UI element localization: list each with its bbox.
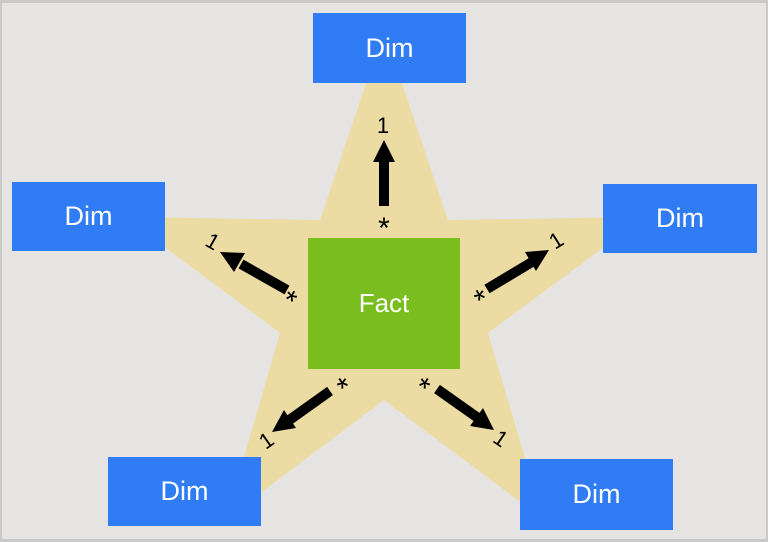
dim-table-label: Dim: [656, 203, 704, 233]
cardinality-one-label: 1: [377, 113, 389, 138]
arrow-shaft: [484, 257, 535, 294]
arrow-head: [272, 410, 296, 432]
dim-table-bottom-right: Dim: [520, 459, 673, 530]
arrow-shaft: [238, 259, 290, 295]
dim-table-label: Dim: [160, 476, 209, 506]
dim-table-left: Dim: [12, 182, 165, 251]
arrow-shaft: [285, 386, 333, 426]
dim-table-top: Dim: [313, 13, 466, 83]
arrow-head: [525, 250, 549, 271]
dim-table-right: Dim: [603, 184, 757, 253]
relationship-arrow-top: * 1: [373, 113, 395, 245]
cardinality-many-label: *: [378, 212, 390, 245]
dim-table-label: Dim: [365, 32, 414, 63]
dim-table-label: Dim: [572, 479, 621, 509]
arrow-head: [220, 252, 245, 272]
arrow-shaft: [434, 384, 481, 423]
arrow-head: [470, 408, 494, 430]
dim-table-label: Dim: [64, 201, 113, 231]
fact-table-label: Fact: [358, 288, 410, 318]
arrow-head: [373, 140, 395, 162]
dim-table-bottom-left: Dim: [108, 457, 261, 526]
fact-table: Fact: [308, 238, 460, 369]
